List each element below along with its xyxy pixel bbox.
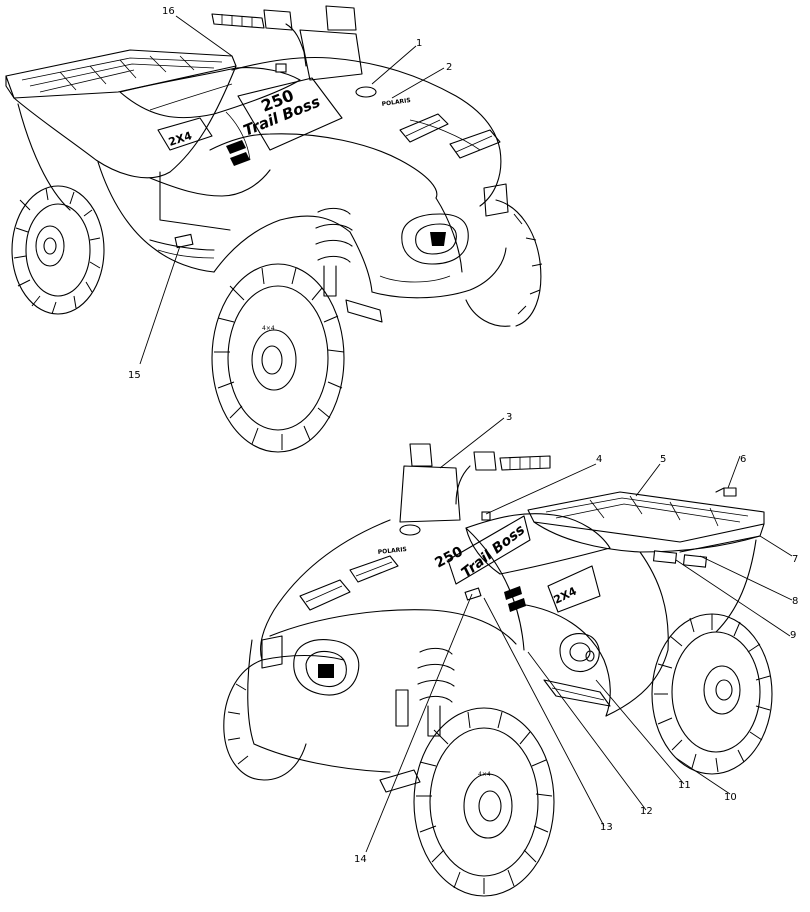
bottom-far-wheel [223, 659, 307, 781]
leader-11 [595, 679, 685, 785]
rear-fender-decal-a [652, 550, 678, 564]
leader-4 [485, 463, 597, 515]
side-warning-decal [464, 587, 482, 601]
leader-3 [439, 417, 505, 469]
rear-rack-bottom [527, 491, 765, 553]
leader-16 [175, 15, 233, 57]
callout-2: 2 [446, 62, 452, 73]
bottom-drive-badge: 2X4 [552, 584, 579, 606]
front-left-wheel [465, 199, 543, 327]
callout-4: 4 [596, 454, 602, 465]
bottom-rear-wheel [651, 613, 773, 775]
leader-14 [365, 593, 473, 853]
bottom-headlight [293, 639, 360, 696]
callout-13: 13 [600, 822, 613, 833]
leader-6 [727, 455, 741, 489]
bottom-hub-label: 4×4 [478, 771, 491, 778]
callout-8: 8 [792, 596, 798, 607]
leader-5 [635, 463, 661, 497]
callout-5: 5 [660, 454, 666, 465]
tail-lamp [559, 633, 600, 673]
callout-9: 9 [790, 630, 796, 641]
leader-12 [527, 651, 647, 811]
callout-10: 10 [724, 792, 737, 803]
top-headlight [401, 213, 469, 265]
callout-6: 6 [740, 454, 746, 465]
loose-decal-6 [723, 487, 737, 497]
callout-14: 14 [354, 854, 367, 865]
leader-9 [675, 559, 791, 637]
callout-1: 1 [416, 38, 422, 49]
leader-13 [483, 597, 605, 827]
callout-labels: 16 1 2 15 3 4 5 6 7 8 9 10 11 12 13 14 [128, 6, 798, 865]
leader-1 [371, 45, 417, 85]
top-decals: 250 Trail Boss 2X4 POLARIS [157, 63, 411, 249]
leader-8 [699, 555, 793, 601]
footwell-decal [174, 233, 194, 249]
rear-fender-decal-b [682, 554, 708, 568]
leader-7 [759, 535, 793, 557]
front-right-wheel: 4×4 [211, 263, 345, 453]
atv-bottom-view: 250 Trail Boss 2X4 POLARIS [223, 417, 793, 897]
top-small-decal [275, 63, 287, 73]
leader-2 [391, 67, 445, 99]
leader-15 [139, 245, 181, 365]
callout-12: 12 [640, 806, 653, 817]
bottom-small-decal [481, 511, 491, 521]
handlebar [211, 5, 377, 98]
leader-10 [675, 757, 731, 795]
rear-rack [5, 49, 237, 99]
callout-16: 16 [162, 6, 175, 17]
handlebar-bottom [399, 443, 551, 536]
atv-top-view: 250 Trail Boss 2X4 POLARIS [5, 5, 543, 453]
callout-11: 11 [678, 780, 691, 791]
callout-3: 3 [506, 412, 512, 423]
top-hub-label: 4×4 [262, 325, 275, 332]
callout-15: 15 [128, 370, 141, 381]
top-drive-badge: 2X4 [167, 129, 194, 149]
front-fender-bottom [259, 519, 669, 717]
front-spring [315, 207, 353, 297]
rear-left-wheel [11, 185, 105, 315]
front-spring-bottom [417, 647, 455, 737]
callout-7: 7 [792, 554, 798, 565]
top-brand: POLARIS [381, 97, 411, 108]
front-fender [97, 56, 502, 273]
bottom-brand: POLARIS [377, 546, 407, 556]
bottom-front-wheel: 4×4 [413, 707, 555, 897]
